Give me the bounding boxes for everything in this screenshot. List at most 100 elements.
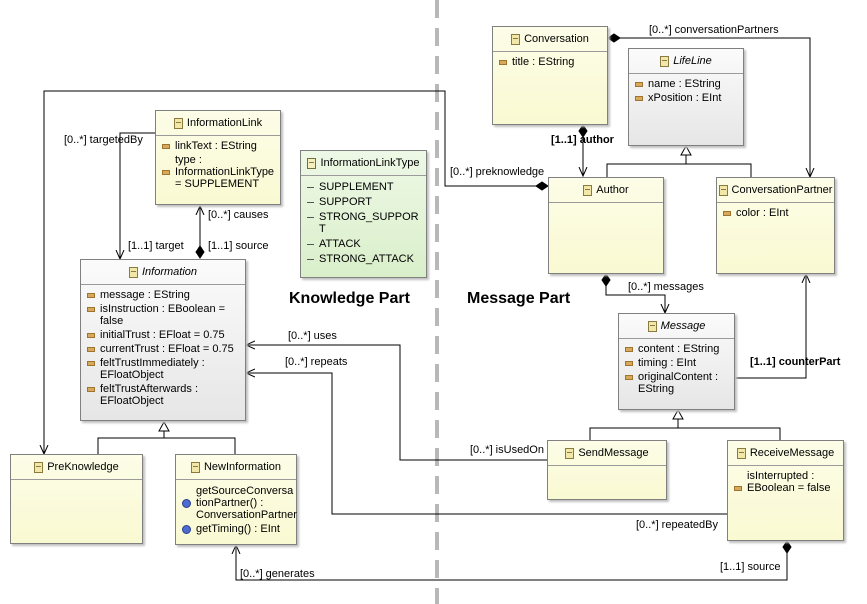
class-name: Message: [660, 320, 706, 332]
class-send-message[interactable]: SendMessage: [547, 440, 667, 500]
eclass-icon: [565, 447, 575, 459]
attribute-icon: [87, 361, 95, 366]
edge-label-rm-source: [1..1] source: [720, 561, 781, 573]
knowledge-part-label: Knowledge Part: [289, 290, 410, 307]
enum-literal: SUPPLEMENT: [319, 181, 394, 193]
class-name: Author: [596, 184, 629, 196]
class-name: InformationLinkType: [320, 157, 420, 169]
class-new-information[interactable]: NewInformation getSourceConversa tionPar…: [175, 454, 297, 545]
attribute-icon: [87, 387, 95, 392]
message-part-label: Message Part: [467, 290, 571, 307]
attribute-icon: [723, 211, 731, 216]
edge-label-targeted-by: [0..*] targetedBy: [64, 134, 143, 146]
attribute-icon: [499, 60, 507, 65]
edge-preknowledge: [44, 90, 548, 454]
edge-label-generates: [0..*] generates: [240, 568, 315, 580]
edge-label-author: [1..1] author: [551, 134, 614, 146]
eclass-icon: [736, 447, 746, 459]
class-header: ConversationPartner: [717, 178, 834, 203]
class-conversation-partner[interactable]: ConversationPartner color : EInt: [716, 177, 835, 274]
attribute: isInstruction : EBoolean = false: [100, 303, 226, 327]
abstract-class-icon: [128, 266, 138, 278]
class-header: Information: [81, 260, 245, 285]
class-name: ReceiveMessage: [749, 447, 835, 459]
eclass-icon: [34, 461, 44, 473]
eclass-icon: [173, 117, 183, 129]
operation: getSourceConversa tionPartner() : Conver…: [196, 485, 297, 521]
eenum-icon: [307, 157, 317, 169]
edge-label-causes: [0..*] causes: [208, 209, 269, 221]
attribute: initialTrust : EFloat = 0.75: [100, 329, 225, 341]
attribute-icon: [162, 170, 170, 175]
enum-information-link-type[interactable]: InformationLinkType SUPPLEMENT SUPPORT S…: [300, 150, 427, 278]
attribute: title : EString: [512, 56, 575, 68]
eclass-icon: [583, 184, 593, 196]
edge-counter-part: [735, 274, 806, 379]
attribute-icon: [635, 82, 643, 87]
class-receive-message[interactable]: ReceiveMessage isInterrupted : EBoolean …: [727, 440, 844, 541]
literal-icon: [307, 202, 314, 203]
class-header: Author: [549, 178, 663, 203]
class-information-link[interactable]: InformationLink linkText : EString type …: [155, 110, 281, 205]
class-header: LifeLine: [629, 49, 743, 74]
attribute: linkText : EString: [175, 140, 257, 152]
edge-label-repeats: [0..*] repeats: [285, 356, 348, 368]
attribute-icon: [635, 96, 643, 101]
edge-label-uses: [0..*] uses: [288, 330, 337, 342]
attribute: type : InformationLinkType = SUPPLEMENT: [175, 154, 275, 190]
edge-label-preknowledge: [0..*] preknowledge: [450, 166, 545, 178]
gen-lifeline: [606, 163, 752, 177]
edge-label-is-used-on: [0..*] isUsedOn: [470, 444, 544, 456]
gen-message-triangle: [672, 408, 684, 420]
class-life-line[interactable]: LifeLine name : EString xPosition : EInt: [628, 48, 744, 146]
gen-message: [589, 427, 781, 440]
class-conversation[interactable]: Conversation title : EString: [492, 26, 608, 125]
eclass-icon: [718, 184, 728, 196]
edge-label-messages: [0..*] messages: [628, 281, 704, 293]
class-name: NewInformation: [203, 461, 282, 473]
abstract-class-icon: [660, 55, 670, 67]
attribute-icon: [87, 307, 95, 312]
attribute: message : EString: [100, 289, 190, 301]
operation: getTiming() : EInt: [196, 523, 280, 535]
class-information[interactable]: Information message : EString isInstruct…: [80, 259, 246, 421]
attribute: isInterrupted : EBoolean = false: [747, 470, 831, 494]
edge-messages: [606, 274, 665, 313]
class-name: PreKnowledge: [47, 461, 119, 473]
eclass-icon: [190, 461, 200, 473]
literal-icon: [307, 187, 314, 188]
attribute-icon: [162, 144, 170, 149]
attribute-icon: [625, 375, 633, 380]
literal-icon: [307, 244, 314, 245]
enum-literal: STRONG_ATTACK: [319, 253, 414, 265]
class-header: Conversation: [493, 27, 607, 52]
attribute-icon: [87, 333, 95, 338]
class-author[interactable]: Author: [548, 177, 664, 274]
attribute: originalContent : EString: [638, 371, 719, 395]
attribute: feltTrustAfterwards : EFloatObject: [100, 383, 199, 407]
attribute-icon: [625, 361, 633, 366]
class-name: InformationLink: [186, 117, 263, 129]
operation-icon: [182, 525, 191, 534]
class-message[interactable]: Message content : EString timing : EInt …: [618, 313, 735, 410]
enum-literal: ATTACK: [319, 238, 361, 250]
attribute: xPosition : EInt: [648, 92, 722, 104]
literal-icon: [307, 259, 314, 260]
edge-label-conversation-partners: [0..*] conversationPartners: [649, 24, 779, 36]
class-header: InformationLink: [156, 111, 280, 136]
enum-literal: SUPPORT: [319, 196, 372, 208]
class-pre-knowledge[interactable]: PreKnowledge: [10, 454, 143, 544]
edge-label-source: [1..1] source: [208, 240, 269, 252]
enum-literal: STRONG_SUPPOR T: [319, 211, 419, 235]
edge-label-repeated-by: [0..*] repeatedBy: [636, 519, 718, 531]
class-name: LifeLine: [673, 55, 712, 67]
gen-information-triangle: [158, 420, 170, 432]
class-name: Information: [141, 266, 198, 278]
gen-information: [97, 437, 236, 454]
edge-generates: [236, 541, 787, 581]
class-header: InformationLinkType: [301, 151, 426, 176]
attribute-icon: [625, 347, 633, 352]
attribute: content : EString: [638, 343, 720, 355]
attribute-icon: [87, 347, 95, 352]
